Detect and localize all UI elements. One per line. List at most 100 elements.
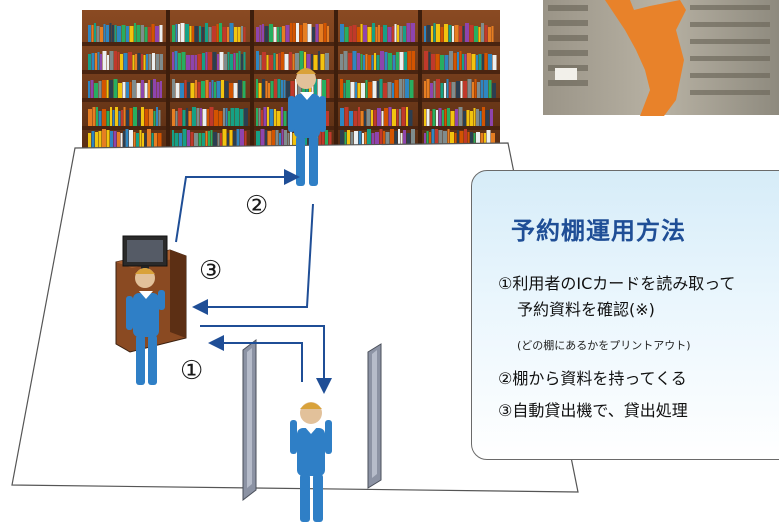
book-spine bbox=[409, 80, 414, 98]
book-spine bbox=[371, 110, 373, 126]
book-spine bbox=[431, 54, 435, 70]
book-spine bbox=[344, 132, 347, 148]
book-spine bbox=[182, 129, 187, 148]
book-spine bbox=[307, 24, 312, 42]
book-spine bbox=[262, 52, 266, 70]
book-spine bbox=[189, 26, 192, 42]
book-spine bbox=[233, 83, 238, 98]
book-spine bbox=[470, 111, 473, 126]
library-photo bbox=[543, 0, 779, 116]
book-spine bbox=[446, 79, 449, 98]
book-spine bbox=[357, 53, 360, 70]
book-spine bbox=[210, 130, 213, 148]
book-spine bbox=[444, 24, 448, 42]
book-spine bbox=[363, 55, 365, 70]
book-spine bbox=[114, 51, 117, 70]
book-spine bbox=[467, 132, 470, 148]
book-spine bbox=[212, 52, 217, 70]
book-spine bbox=[368, 82, 372, 98]
book-spine bbox=[325, 111, 329, 126]
book-spine bbox=[213, 132, 217, 148]
book-spine bbox=[229, 130, 233, 148]
book-spine bbox=[477, 82, 480, 98]
book-spine bbox=[358, 107, 360, 126]
book-spine bbox=[424, 133, 426, 148]
book-spine bbox=[459, 131, 464, 148]
book-spine bbox=[100, 27, 103, 42]
book-spine bbox=[373, 110, 377, 126]
book-spine bbox=[190, 83, 195, 98]
book-spine bbox=[426, 109, 430, 126]
book-spine bbox=[466, 110, 470, 126]
book-spine bbox=[272, 130, 275, 148]
book-spine bbox=[492, 83, 496, 98]
book-spine bbox=[95, 132, 98, 148]
book-spine bbox=[158, 110, 161, 126]
book-spine bbox=[340, 130, 344, 148]
book-spine bbox=[244, 108, 248, 126]
book-spine bbox=[309, 80, 311, 98]
book-spine bbox=[440, 55, 444, 70]
book-spine bbox=[146, 54, 148, 70]
book-spine bbox=[484, 53, 488, 70]
book-spine bbox=[426, 79, 430, 98]
security-gates bbox=[242, 338, 382, 502]
book-spine bbox=[354, 131, 358, 148]
arrow-exit-to-gate bbox=[200, 325, 332, 394]
book-spine bbox=[449, 82, 451, 98]
book-spine bbox=[205, 23, 208, 42]
book-spine bbox=[274, 109, 276, 126]
book-spine bbox=[195, 55, 197, 70]
book-spine bbox=[98, 131, 102, 148]
book-spine bbox=[273, 53, 276, 70]
book-spine bbox=[283, 80, 286, 98]
book-spine bbox=[148, 54, 152, 70]
floor bbox=[11, 142, 579, 493]
book-spine bbox=[392, 26, 394, 42]
book-spine bbox=[452, 26, 454, 42]
book-spine bbox=[132, 55, 135, 70]
book-spine bbox=[263, 107, 267, 126]
book-spine bbox=[296, 23, 299, 42]
book-spine bbox=[175, 83, 180, 98]
book-spine bbox=[109, 51, 114, 70]
book-spine bbox=[454, 133, 457, 148]
book-spine bbox=[374, 53, 376, 70]
book-spine bbox=[457, 130, 459, 148]
book-spine bbox=[411, 23, 415, 42]
book-spine bbox=[154, 133, 157, 148]
book-spine bbox=[98, 111, 102, 126]
book-spine bbox=[92, 107, 96, 126]
book-spine bbox=[406, 133, 411, 148]
book-spine bbox=[205, 131, 208, 148]
book-spine bbox=[472, 82, 474, 98]
book-spine bbox=[192, 107, 196, 126]
book-spine bbox=[216, 81, 221, 98]
book-spine bbox=[448, 25, 452, 42]
book-spine bbox=[96, 26, 100, 42]
book-spine bbox=[242, 81, 246, 98]
book-spine bbox=[237, 27, 241, 42]
book-spine bbox=[201, 27, 205, 42]
book-spine bbox=[347, 130, 350, 148]
book-spine bbox=[312, 27, 315, 42]
book-spine bbox=[474, 26, 478, 42]
arrow-step2-machine-to-shelf bbox=[175, 169, 300, 243]
book-spine bbox=[277, 79, 281, 98]
book-spine bbox=[155, 54, 160, 70]
book-spine bbox=[340, 24, 344, 42]
book-spine bbox=[269, 109, 274, 126]
book-spine bbox=[181, 52, 186, 70]
book-spine bbox=[323, 23, 327, 42]
book-spine bbox=[106, 111, 110, 126]
book-spine bbox=[106, 130, 110, 148]
arrow-step1-gate-to-machine bbox=[208, 335, 303, 382]
book-spine bbox=[478, 54, 482, 70]
book-spine bbox=[159, 25, 163, 42]
book-spine bbox=[357, 83, 361, 98]
book-spine bbox=[178, 53, 181, 70]
book-spine bbox=[326, 79, 330, 98]
book-spine bbox=[91, 53, 95, 70]
book-spine bbox=[201, 81, 205, 98]
book-spine bbox=[220, 133, 222, 148]
